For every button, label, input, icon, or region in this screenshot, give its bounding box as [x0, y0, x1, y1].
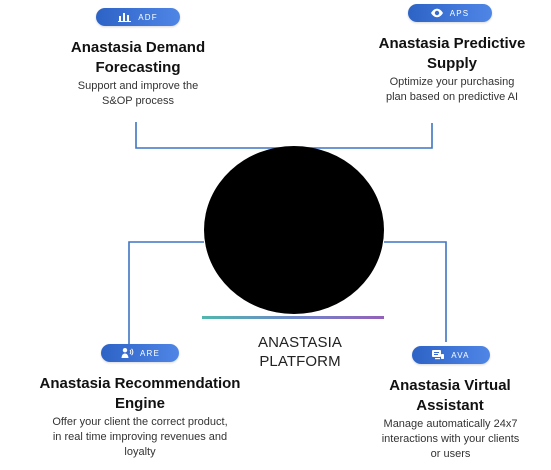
predictive-supply-title-line-2: Supply	[426, 55, 477, 72]
predictive-supply-description-line-1: Optimize your purchasing	[389, 76, 515, 88]
platform-label-line-1: ANASTASIA	[258, 334, 342, 351]
predictive-supply-title-line-1: Anastasia Predictive	[378, 35, 526, 52]
predictive-supply-module: APS Anastasia Predictive Supply Optimize…	[348, 4, 551, 105]
left-connector	[128, 241, 204, 344]
platform-core-circle	[204, 146, 384, 314]
bar-chart-icon	[118, 13, 132, 22]
adf-badge-label: ADF	[138, 12, 158, 22]
recommendation-engine-description-line-2: in real time improving revenues and	[52, 431, 228, 443]
person-signal-icon	[121, 348, 134, 358]
ava-badge-label: AVA	[451, 350, 470, 360]
demand-forecasting-title-line-2: Forecasting	[95, 59, 181, 76]
predictive-supply-description: Optimize your purchasing plan based on p…	[366, 75, 538, 105]
recommendation-engine-description-line-3: loyalty	[124, 446, 156, 458]
virtual-assistant-title: Anastasia Virtual Assistant	[365, 376, 535, 416]
virtual-assistant-module: AVA Anastasia Virtual Assistant Manage a…	[350, 346, 551, 462]
recommendation-engine-description-line-1: Offer your client the correct product,	[52, 416, 228, 428]
predictive-supply-title: Anastasia Predictive Supply	[354, 34, 550, 74]
are-badge: ARE	[101, 344, 179, 362]
virtual-assistant-title-line-2: Assistant	[416, 397, 484, 414]
recommendation-engine-title-line-2: Engine	[114, 395, 165, 412]
top-connector	[135, 122, 433, 149]
eye-dot-icon	[430, 8, 443, 18]
recommendation-engine-title-line-1: Anastasia Recommendation	[39, 375, 241, 392]
ava-badge: AVA	[411, 346, 490, 364]
recommendation-engine-module: ARE Anastasia Recommendation Engine Offe…	[0, 344, 280, 460]
demand-forecasting-title: Anastasia Demand Forecasting	[43, 38, 233, 78]
platform-label-line-2: PLATFORM	[259, 353, 341, 370]
are-badge-label: ARE	[139, 348, 161, 358]
aps-badge: APS	[407, 4, 492, 22]
virtual-assistant-title-line-1: Anastasia Virtual	[389, 377, 511, 394]
platform-label: ANASTASIA PLATFORM	[245, 333, 355, 371]
demand-forecasting-description-line-1: Support and improve the	[77, 80, 199, 92]
recommendation-engine-description: Offer your client the correct product, i…	[2, 415, 278, 460]
aps-badge-label: APS	[449, 8, 470, 18]
virtual-assistant-description: Manage automatically 24x7 interactions w…	[350, 417, 551, 462]
virtual-assistant-description-line-1: Manage automatically 24x7	[383, 418, 518, 430]
demand-forecasting-description-line-2: S&OP process	[102, 95, 174, 107]
virtual-assistant-description-line-3: or users	[430, 448, 471, 460]
recommendation-engine-title: Anastasia Recommendation Engine	[0, 374, 280, 414]
adf-badge: ADF	[96, 8, 180, 26]
demand-forecasting-title-line-1: Anastasia Demand	[70, 39, 206, 56]
demand-forecasting-module: ADF Anastasia Demand Forecasting Support…	[28, 8, 248, 109]
virtual-assistant-description-line-2: interactions with your clients	[381, 433, 520, 445]
predictive-supply-description-line-2: plan based on predictive AI	[385, 91, 519, 103]
demand-forecasting-description: Support and improve the S&OP process	[53, 79, 223, 109]
right-connector	[384, 241, 447, 342]
platform-gradient-line	[202, 316, 384, 319]
chat-monitor-icon	[432, 350, 445, 360]
